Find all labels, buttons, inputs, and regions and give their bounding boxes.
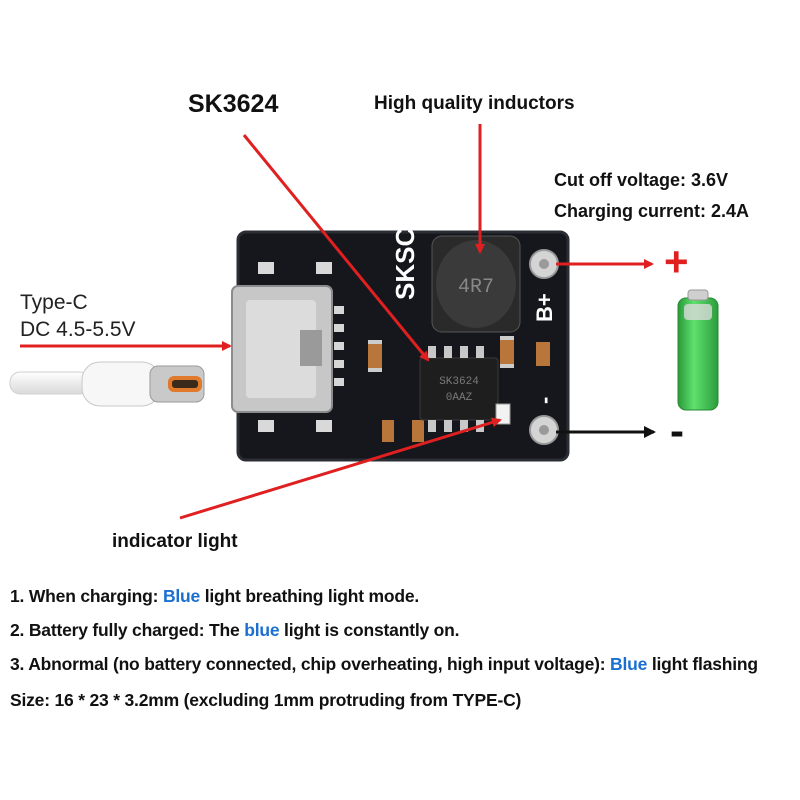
chip-label: SK3624 [188, 90, 279, 118]
brand-silkscreen: SKSC [390, 228, 420, 300]
note-abnormal: 3. Abnormal (no battery connected, chip … [10, 654, 758, 674]
size-note: Size: 16 * 23 * 3.2mm (excluding 1mm pro… [10, 690, 522, 710]
chip-marking: SK3624 [439, 376, 479, 388]
indicator-arrow [179, 417, 502, 520]
cutoff-voltage-label: Cut off voltage: 3.6V [554, 170, 729, 190]
note-charging: 1. When charging: Blue light breathing l… [10, 586, 420, 606]
charging-current-label: Charging current: 2.4A [554, 201, 750, 221]
highlight-blue: Blue [162, 586, 201, 606]
chip-arrow [242, 134, 430, 362]
highlight-blue: blue [244, 620, 280, 640]
input-voltage-label: DC 4.5-5.5V [20, 318, 136, 341]
negative-symbol: - [670, 407, 684, 454]
highlight-blue: Blue [610, 654, 648, 674]
pad-label-plus: B+ [532, 293, 557, 322]
positive-symbol: + [664, 238, 689, 285]
charger-pcb: 4R7 SKSC SK3624 0AAZ B+ - [231, 228, 570, 462]
chip-marking-lot: 0AAZ [446, 392, 473, 404]
battery-cell [677, 289, 719, 411]
usb-c-cable [9, 361, 205, 407]
inductor-label: High quality inductors [374, 93, 575, 114]
indicator-light-label: indicator light [112, 531, 238, 552]
pad-label-minus: - [532, 397, 557, 404]
inductor-marking: 4R7 [458, 276, 494, 299]
input-type-label: Type-C [20, 291, 88, 314]
note-full: 2. Battery fully charged: The blue light… [10, 620, 460, 640]
